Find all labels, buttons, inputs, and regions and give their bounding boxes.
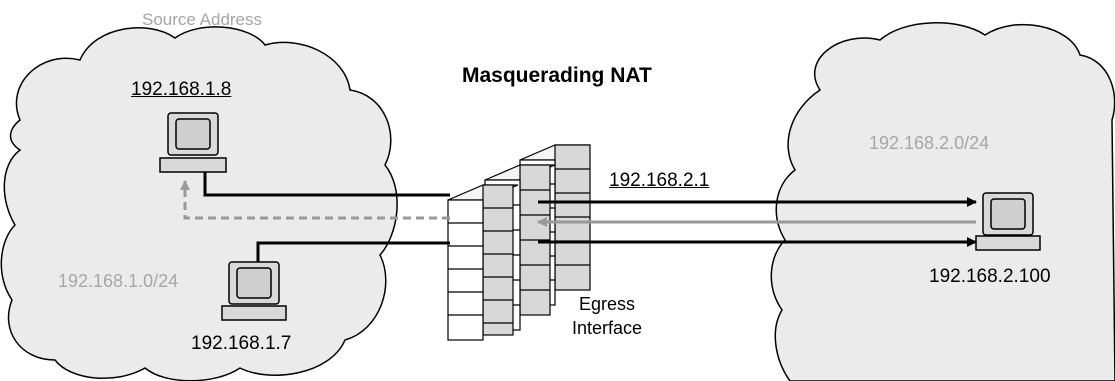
nat-ip-label: 192.168.2.1 bbox=[609, 170, 710, 191]
firewall-wall bbox=[447, 144, 591, 341]
left-network-cloud bbox=[0, 26, 398, 381]
return-path-dashed-arrow bbox=[180, 180, 450, 220]
host-1-7-ip: 192.168.1.7 bbox=[191, 333, 292, 354]
diagram-title: Masquerading NAT bbox=[462, 64, 652, 87]
firewall-front-column bbox=[447, 184, 519, 341]
computer-icon-host-1-7 bbox=[221, 261, 287, 321]
host-2-100-ip: 192.168.2.100 bbox=[929, 266, 1051, 287]
host-1-8-ip: 192.168.1.8 bbox=[131, 79, 232, 100]
computer-icon-host-2-100 bbox=[975, 192, 1041, 251]
left-subnet-label: 192.168.1.0/24 bbox=[58, 271, 179, 291]
egress-label-line2: Interface bbox=[571, 318, 643, 338]
computer-icon-host-1-8 bbox=[159, 112, 227, 173]
right-subnet-label: 192.168.2.0/24 bbox=[869, 133, 990, 153]
source-address-label: Source Address bbox=[142, 10, 263, 29]
egress-interface-label: Egress Interface bbox=[552, 292, 662, 340]
egress-label-line1: Egress bbox=[578, 294, 636, 314]
link-host-1-8 bbox=[203, 172, 450, 197]
link-host-1-7 bbox=[256, 241, 450, 262]
